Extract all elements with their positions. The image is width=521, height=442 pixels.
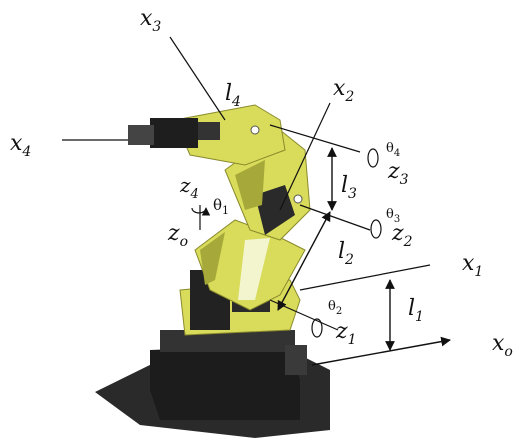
robot-base [95, 330, 330, 438]
label-x1: x1 [462, 251, 483, 280]
label-theta2: θ2 [328, 299, 342, 317]
label-z3: z3 [387, 159, 409, 188]
label-x2: x2 [333, 76, 354, 105]
label-x4: x4 [10, 131, 31, 160]
label-z1: z1 [335, 319, 357, 348]
label-theta3: θ3 [386, 207, 400, 225]
label-l3: l3 [341, 173, 357, 202]
label-z0: zo [167, 221, 188, 250]
label-x0: xo [492, 331, 513, 360]
label-l4: l4 [225, 81, 241, 110]
label-x3: x3 [140, 6, 161, 35]
lower-arm-link [179, 219, 306, 336]
label-l1: l1 [408, 296, 424, 325]
rotation-symbols [191, 148, 382, 338]
label-l2: l2 [338, 239, 354, 268]
label-z4: z4 [179, 173, 199, 202]
label-theta4: θ4 [386, 141, 400, 159]
dimension-arrows [277, 147, 451, 366]
label-z2: z2 [391, 221, 413, 250]
upper-arm-link [128, 104, 303, 204]
label-theta1: θ1 [213, 196, 229, 217]
